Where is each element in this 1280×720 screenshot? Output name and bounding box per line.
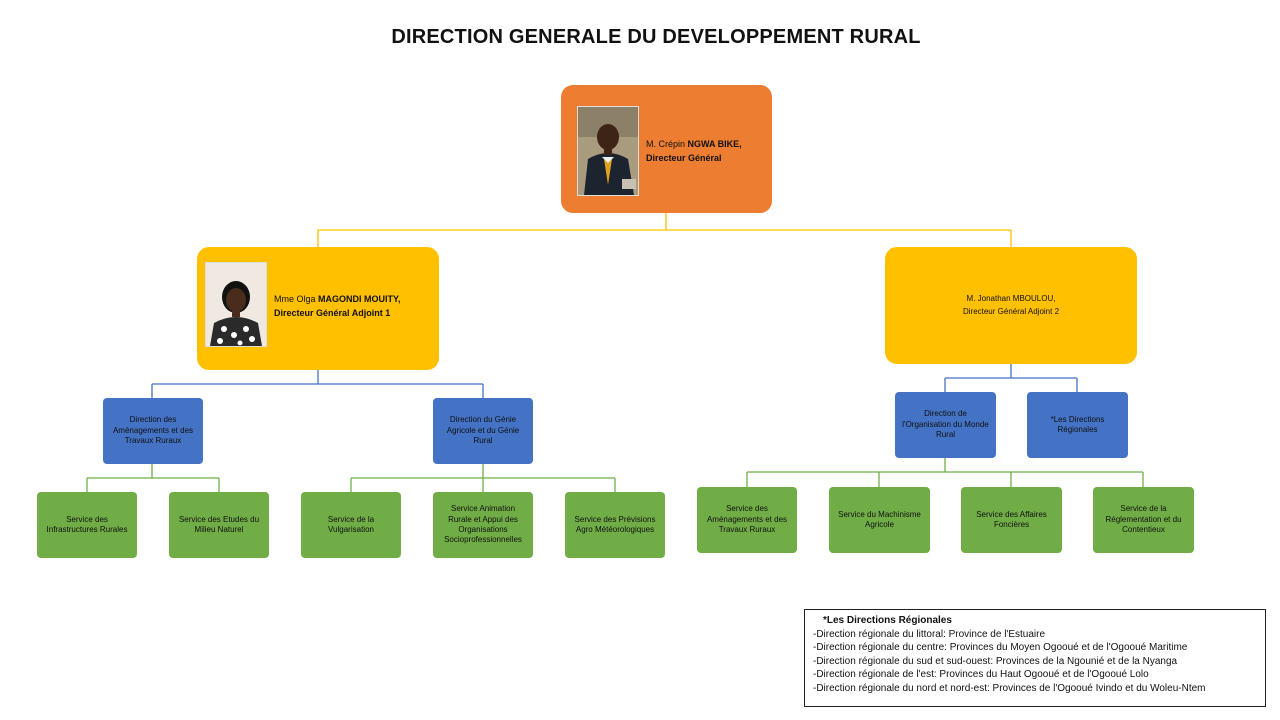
regional-directions-legend: *Les Directions Régionales -Direction ré… <box>804 609 1266 707</box>
dg-name: NGWA BIKE, <box>687 139 742 149</box>
legend-item: -Direction régionale du sud et sud-ouest… <box>813 655 1178 667</box>
dg-role: Directeur Général <box>646 152 722 163</box>
direction-genie: Direction du Génie Agricole et du Génie … <box>433 398 533 464</box>
legend-item: -Direction régionale du littoral: Provin… <box>813 628 1046 640</box>
direction-monde-rural: Direction de l'Organisation du Monde Rur… <box>895 392 996 458</box>
direction-amenagements: Direction des Aménagements et des Travau… <box>103 398 203 464</box>
service-previsions: Service des Prévisions Agro Météorologiq… <box>565 492 665 558</box>
legend-item: -Direction régionale du nord et nord-est… <box>813 682 1206 694</box>
director-general-label: M. Crépin NGWA BIKE, Directeur Général <box>646 138 766 165</box>
service-reglementation: Service de la Réglementation et du Conte… <box>1093 487 1194 553</box>
connector-deputy2 <box>944 364 1078 392</box>
connector-deputy1 <box>151 370 484 398</box>
service-animation: Service Animation Rurale et Appui des Or… <box>433 492 533 558</box>
deputy2-box: M. Jonathan MBOULOU, Directeur Général A… <box>885 247 1137 364</box>
deputy2-name: M. Jonathan MBOULOU, <box>966 293 1056 303</box>
service-affaires-foncieres: Service des Affaires Foncières <box>961 487 1062 553</box>
service-infrastructures: Service des Infrastructures Rurales <box>37 492 137 558</box>
director-general-photo <box>577 106 639 196</box>
connector-services <box>86 458 1144 492</box>
service-etudes: Service des Etudes du Milieu Naturel <box>169 492 269 558</box>
deputy1-role: Directeur Général Adjoint 1 <box>274 307 391 318</box>
legend-item: -Direction régionale du centre: Province… <box>813 642 1188 654</box>
direction-regionales: *Les Directions Régionales <box>1027 392 1128 458</box>
portrait-woman-icon <box>206 263 266 346</box>
legend-title: *Les Directions Régionales <box>823 615 952 626</box>
portrait-man-icon <box>578 107 638 195</box>
legend-item: -Direction régionale de l'est: Provinces… <box>813 669 1149 681</box>
deputy1-name-prefix: Mme Olga <box>274 294 319 304</box>
page-title: DIRECTION GENERALE DU DEVELOPPEMENT RURA… <box>391 26 921 48</box>
dg-name-prefix: M. Crépin <box>646 139 688 149</box>
service-machinisme: Service du Machinisme Agricole <box>829 487 930 553</box>
deputy1-name: MAGONDI MOUITY, <box>318 294 401 304</box>
deputy1-photo <box>205 262 267 347</box>
deputy2-role: Directeur Général Adjoint 2 <box>962 306 1060 316</box>
service-amenagements-travaux: Service des Aménagements et des Travaux … <box>697 487 797 553</box>
deputy1-label: Mme Olga MAGONDI MOUITY, Directeur Génér… <box>274 293 434 320</box>
service-vulgarisation: Service de la Vulgarisation <box>301 492 401 558</box>
connector-top-level <box>317 213 1012 247</box>
